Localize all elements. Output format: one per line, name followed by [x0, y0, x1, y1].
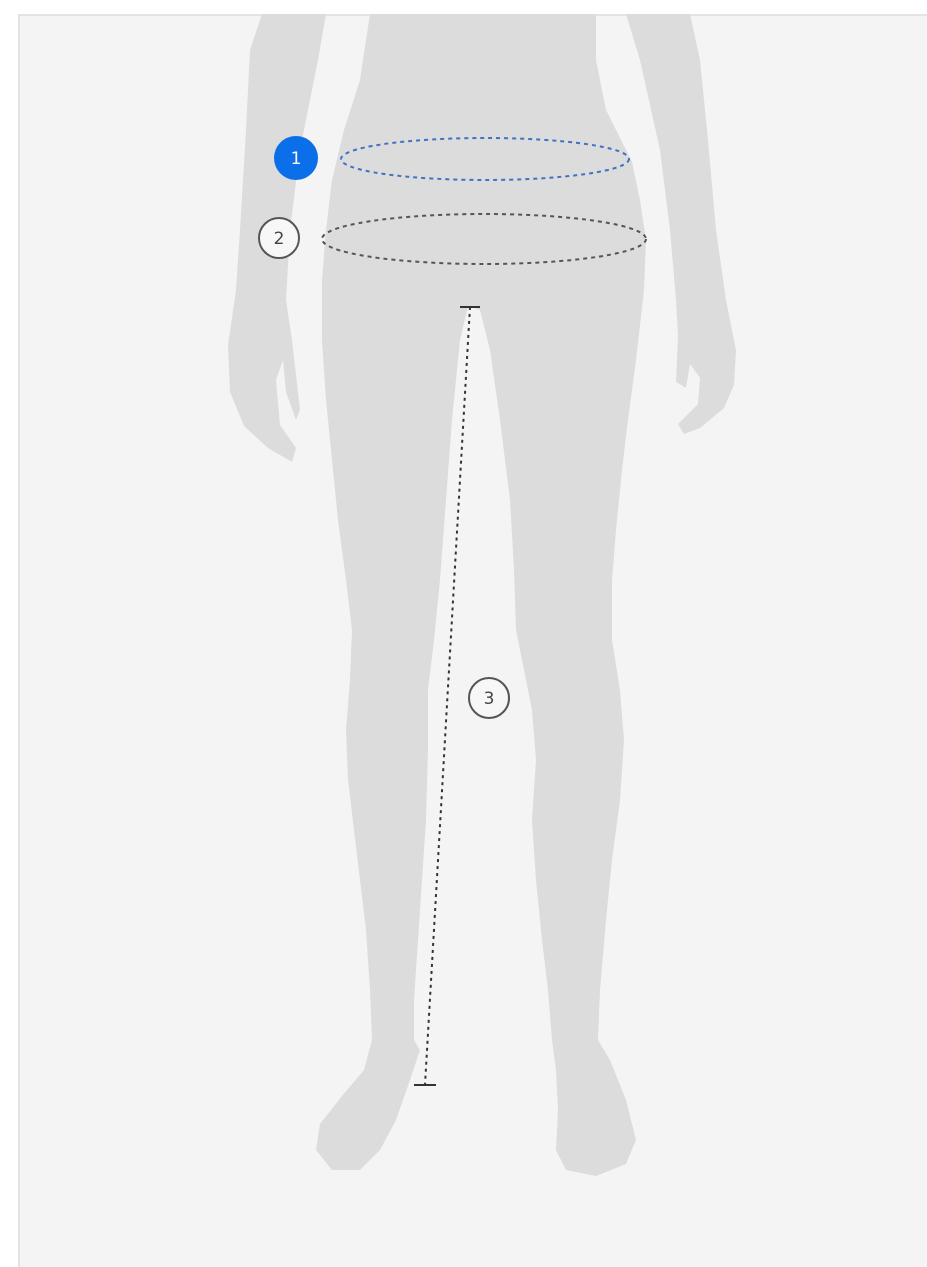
- marker-1-label: 1: [291, 149, 302, 169]
- marker-2-label: 2: [274, 229, 285, 249]
- torso-and-legs: [316, 14, 646, 1176]
- marker-3-label: 3: [484, 689, 495, 709]
- body-silhouette: [228, 14, 736, 1176]
